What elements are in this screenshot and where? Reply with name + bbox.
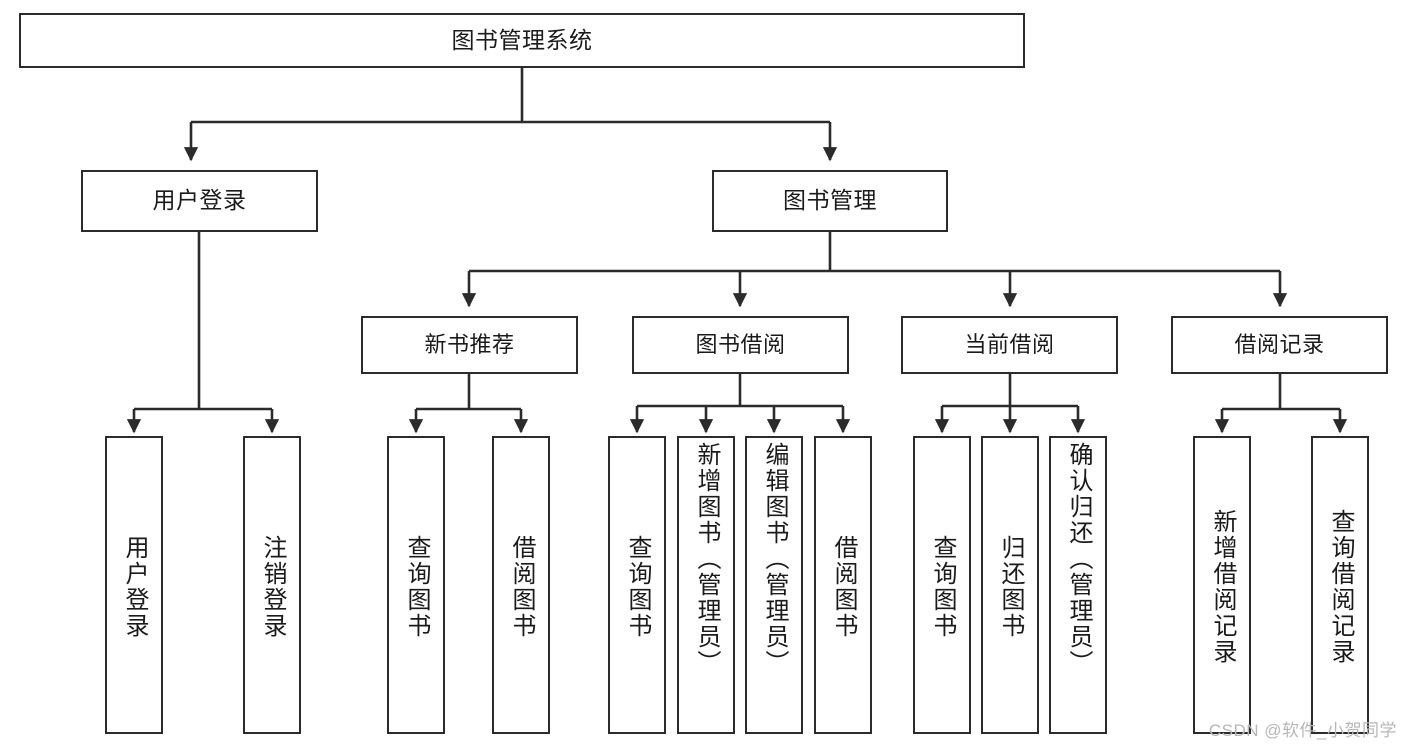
leaf-edit-book-label: 编辑图书（管理员） <box>760 442 788 676</box>
leaf-logout-login-label: 注销登录 <box>258 535 286 639</box>
node-user-login-label: 用户登录 <box>152 187 247 214</box>
leaf-return-book-label: 归还图书 <box>996 535 1024 639</box>
leaf-borrow-book-2-label: 借阅图书 <box>829 535 857 639</box>
node-current-borrow-label: 当前借阅 <box>964 331 1055 357</box>
leaf-query-book-3[interactable]: 查询图书 <box>913 436 971 734</box>
node-root[interactable]: 图书管理系统 <box>19 13 1025 68</box>
leaf-query-book-2-label: 查询图书 <box>623 535 651 639</box>
leaf-query-borrow-record[interactable]: 查询借阅记录 <box>1311 436 1369 734</box>
leaf-add-book[interactable]: 新增图书（管理员） <box>677 436 735 734</box>
node-borrow-record-label: 借阅记录 <box>1234 331 1325 357</box>
leaf-query-borrow-record-label: 查询借阅记录 <box>1326 509 1354 665</box>
leaf-borrow-book-2[interactable]: 借阅图书 <box>814 436 872 734</box>
node-new-book-recommend[interactable]: 新书推荐 <box>361 316 578 374</box>
csdn-watermark: CSDN @软件_小贺同学 <box>1208 721 1397 740</box>
leaf-borrow-book-1[interactable]: 借阅图书 <box>492 436 550 734</box>
node-book-mgmt-label: 图书管理 <box>783 187 877 214</box>
leaf-add-book-label: 新增图书（管理员） <box>692 442 720 676</box>
node-root-label: 图书管理系统 <box>451 26 593 53</box>
leaf-query-book-1[interactable]: 查询图书 <box>387 436 445 734</box>
node-new-book-recommend-label: 新书推荐 <box>424 331 515 357</box>
leaf-edit-book[interactable]: 编辑图书（管理员） <box>745 436 803 734</box>
node-borrow-record[interactable]: 借阅记录 <box>1171 316 1388 374</box>
leaf-query-book-2[interactable]: 查询图书 <box>608 436 666 734</box>
leaf-return-book[interactable]: 归还图书 <box>981 436 1039 734</box>
node-user-login[interactable]: 用户登录 <box>81 170 318 232</box>
leaf-query-book-3-label: 查询图书 <box>928 535 956 639</box>
node-current-borrow[interactable]: 当前借阅 <box>901 316 1118 374</box>
leaf-borrow-book-1-label: 借阅图书 <box>507 535 535 639</box>
leaf-add-borrow-record-label: 新增借阅记录 <box>1208 509 1236 665</box>
leaf-query-book-1-label: 查询图书 <box>402 535 430 639</box>
leaf-confirm-return-label: 确认归还（管理员） <box>1064 442 1092 676</box>
leaf-add-borrow-record[interactable]: 新增借阅记录 <box>1193 436 1251 734</box>
node-book-borrow[interactable]: 图书借阅 <box>632 316 849 374</box>
node-book-mgmt[interactable]: 图书管理 <box>712 170 948 232</box>
leaf-user-login[interactable]: 用户登录 <box>105 436 163 734</box>
leaf-logout-login[interactable]: 注销登录 <box>243 436 301 734</box>
leaf-confirm-return[interactable]: 确认归还（管理员） <box>1049 436 1107 734</box>
node-book-borrow-label: 图书借阅 <box>695 331 786 357</box>
leaf-user-login-label: 用户登录 <box>120 535 148 639</box>
